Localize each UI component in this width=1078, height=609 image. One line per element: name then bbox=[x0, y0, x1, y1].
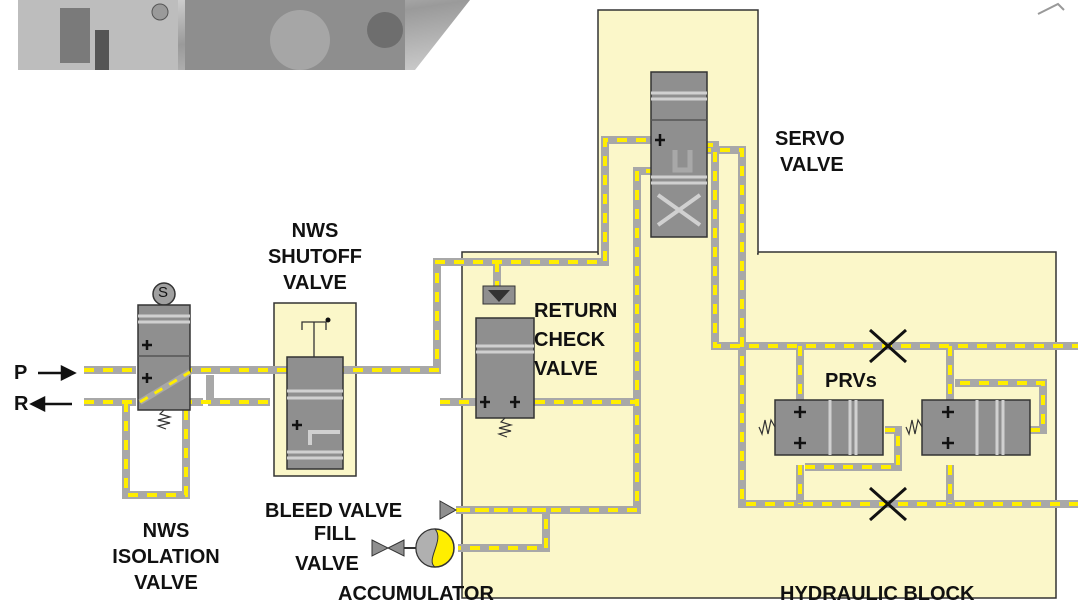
nws-shutoff-label-1: NWS bbox=[274, 220, 356, 243]
fill-valve-label-2: VALVE bbox=[287, 553, 367, 576]
servo-valve bbox=[651, 72, 707, 237]
return-label: R bbox=[14, 393, 28, 416]
return-check-label-1: RETURN bbox=[534, 300, 617, 323]
return-check-label-2: CHECK bbox=[534, 329, 605, 352]
return-check-label-3: VALVE bbox=[534, 358, 598, 381]
spring-icon bbox=[158, 410, 170, 429]
pressure-label: P bbox=[14, 362, 27, 385]
nws-shutoff-label-2: SHUTOFF bbox=[254, 246, 376, 269]
nws-isolation-label-1: NWS bbox=[106, 520, 226, 543]
nws-shutoff-label-3: VALVE bbox=[274, 272, 356, 295]
nws-isolation-label-2: ISOLATION bbox=[106, 546, 226, 569]
solenoid-label: S bbox=[158, 283, 168, 303]
equipment-photo bbox=[18, 0, 1064, 70]
accumulator-label: ACCUMULATOR bbox=[338, 583, 494, 606]
prvs-label: PRVs bbox=[825, 370, 877, 393]
bleed-valve-icon bbox=[440, 501, 456, 519]
bleed-valve-label: BLEED VALVE bbox=[265, 500, 402, 523]
nws-isolation-valve bbox=[138, 283, 190, 429]
fill-valve-icon bbox=[372, 540, 416, 556]
servo-valve-label-1: SERVO bbox=[775, 128, 845, 151]
pr-arrows bbox=[32, 367, 74, 410]
hydraulic-block-label: HYDRAULIC BLOCK bbox=[780, 583, 974, 606]
fill-valve-label-1: FILL bbox=[300, 523, 370, 546]
nws-isolation-label-3: VALVE bbox=[106, 572, 226, 595]
accumulator-icon bbox=[416, 529, 454, 567]
prv-left bbox=[759, 400, 883, 455]
prv-right bbox=[906, 400, 1030, 455]
servo-valve-label-2: VALVE bbox=[780, 154, 844, 177]
